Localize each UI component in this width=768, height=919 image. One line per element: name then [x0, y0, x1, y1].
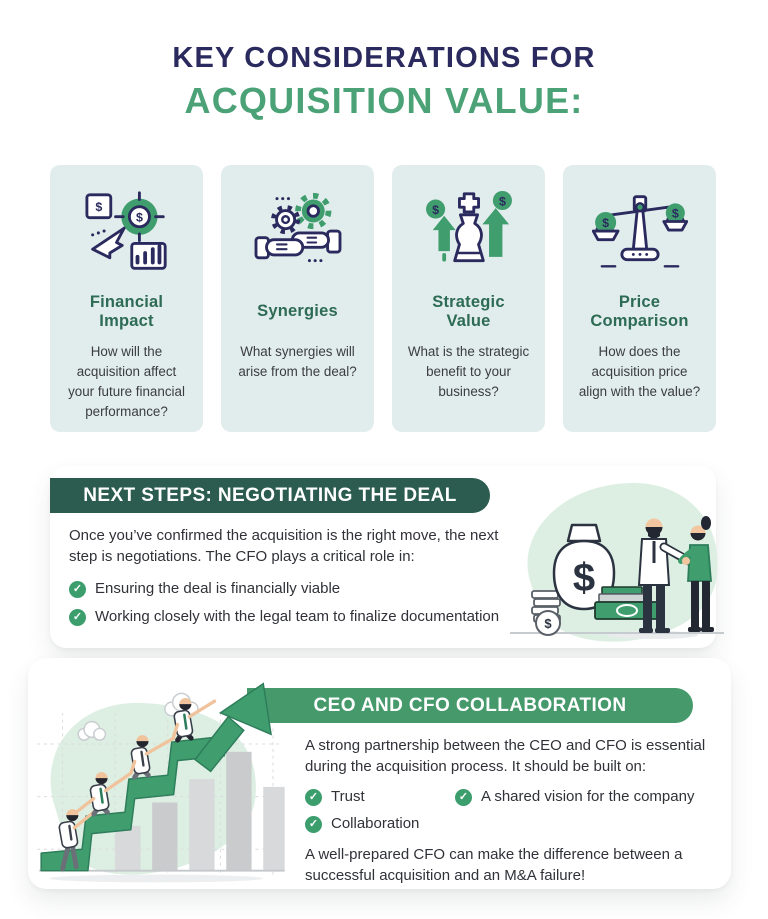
svg-text:$: $	[95, 200, 102, 214]
collaboration-intro: A strong partnership between the CEO and…	[305, 737, 706, 775]
title-line-2: ACQUISITION VALUE:	[184, 80, 584, 121]
list-item: ✓ A shared vision for the company	[455, 788, 743, 807]
svg-text:$: $	[498, 194, 505, 208]
card-description: What is the strategic benefit to your bu…	[407, 344, 530, 400]
next-steps-header: NEXT STEPS: NEGOTIATING THE DEAL	[50, 478, 490, 513]
next-steps-intro: Once you’ve confirmed the acquisition is…	[69, 527, 499, 565]
collaboration-closing: A well-prepared CFO can make the differe…	[305, 846, 683, 885]
check-icon: ✓	[69, 581, 86, 599]
svg-text:$: $	[573, 556, 595, 600]
next-steps-panel: NEXT STEPS: NEGOTIATING THE DEAL Once yo…	[50, 466, 724, 648]
check-icon: ✓	[305, 816, 322, 834]
financial-impact-icon: $ $	[58, 185, 195, 279]
handshake-illustration: $ $	[500, 463, 734, 653]
svg-text:$: $	[602, 216, 609, 230]
check-icon: ✓	[305, 789, 322, 807]
svg-text:$: $	[544, 616, 552, 631]
card-description: What synergies will arise from the deal?	[238, 344, 357, 380]
team-climbing-illustration	[24, 670, 296, 896]
check-icon: ✓	[69, 609, 86, 627]
card-title: Price Comparison	[590, 292, 689, 330]
list-item: ✓ Trust	[305, 788, 455, 807]
card-price-comparison: $ $	[563, 165, 716, 432]
card-financial-impact: $ $ Financial Impact How will the acquis…	[50, 165, 203, 432]
bullet-text: Working closely with the legal team to f…	[95, 608, 500, 626]
bullet-text: Trust	[331, 788, 365, 806]
next-steps-content: Once you’ve confirmed the acquisition is…	[69, 526, 689, 636]
bullet-text: Ensuring the deal is financially viable	[95, 580, 341, 598]
list-item: ✓ Ensuring the deal is financially viabl…	[69, 580, 689, 599]
price-comparison-icon: $ $	[571, 185, 708, 279]
collaboration-bullets: ✓ Trust ✓ A shared vision for the compan…	[305, 788, 743, 834]
list-item: ✓ Working closely with the legal team to…	[69, 608, 689, 627]
svg-text:$: $	[432, 203, 439, 217]
card-strategic-value: $ $ Strategic Value What is the strategi…	[392, 165, 545, 432]
synergies-icon	[229, 185, 366, 279]
check-icon: ✓	[455, 789, 472, 807]
card-title: Financial Impact	[89, 292, 164, 330]
svg-text:$: $	[671, 207, 678, 221]
card-title: Synergies	[257, 302, 338, 321]
collaboration-header: CEO AND CFO COLLABORATION	[247, 688, 693, 723]
page-title: KEY CONSIDERATIONS FOR ACQUISITION VALUE…	[0, 42, 768, 122]
list-item: ✓ Collaboration	[305, 815, 455, 834]
card-description: How will the acquisition affect your fut…	[68, 344, 185, 420]
svg-text:$: $	[135, 211, 142, 225]
consideration-cards: $ $ Financial Impact How will the acquis…	[50, 165, 716, 432]
collaboration-content: A strong partnership between the CEO and…	[305, 736, 743, 887]
collaboration-panel: CEO AND CFO COLLABORATION	[28, 658, 731, 889]
strategic-value-icon: $ $	[400, 185, 537, 279]
card-synergies: Synergies What synergies will arise from…	[221, 165, 374, 432]
card-title: Strategic Value	[432, 292, 505, 330]
card-description: How does the acquisition price align wit…	[578, 344, 701, 400]
bullet-text: Collaboration	[331, 815, 420, 833]
title-line-1: KEY CONSIDERATIONS FOR	[172, 42, 596, 74]
bullet-text: A shared vision for the company	[481, 788, 695, 806]
